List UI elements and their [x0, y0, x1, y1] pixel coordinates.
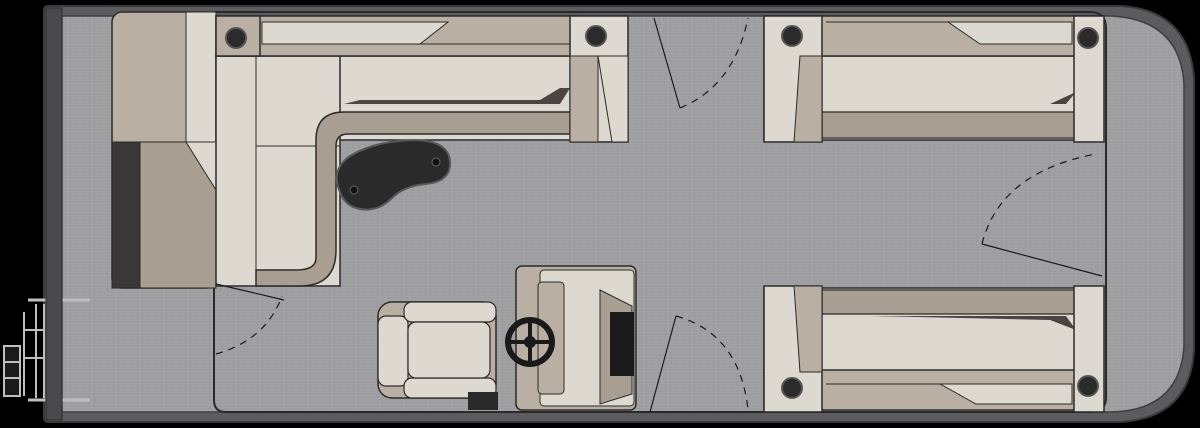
boarding-ladder-icon — [3, 298, 90, 402]
gate-rear — [215, 283, 285, 301]
bow-port-bolster — [819, 111, 1077, 139]
gate-bow — [981, 243, 1103, 277]
bow-port-end-left-wedge — [793, 55, 823, 143]
cup-holder-icon — [781, 25, 803, 47]
bow-stbd-bolster — [819, 289, 1077, 315]
bow-lounge-starboard — [763, 285, 1105, 413]
cup-holder-icon — [225, 27, 247, 49]
rear-lounge-shadow — [111, 141, 141, 289]
table-icon — [335, 138, 452, 211]
cup-holder-icon — [585, 25, 607, 47]
captain-chair — [377, 301, 498, 410]
bow-stbd-back-inner — [826, 383, 1073, 405]
bow-port-back-inner — [826, 21, 1073, 45]
gate-swing-rear — [215, 295, 283, 355]
rear-lounge-bolster — [255, 111, 579, 287]
captain-chair-pedestal — [468, 392, 498, 410]
stern-bar — [45, 7, 63, 421]
gate-bottom — [649, 315, 677, 413]
helm-console — [505, 265, 637, 411]
bow-port-seat-dark — [880, 92, 1076, 104]
rear-lounge-seat-dark — [344, 88, 570, 104]
table-hole — [349, 185, 359, 195]
cup-holder-icon — [1077, 27, 1099, 49]
gate-swing-top — [679, 17, 749, 109]
gate-swing-bow — [981, 153, 1097, 245]
cup-holder-icon — [781, 377, 803, 399]
captain-chair-back — [377, 315, 409, 387]
rear-lounge-end-wedge-2 — [597, 55, 629, 143]
rear-lounge — [111, 11, 629, 289]
helm-console-panel — [610, 312, 634, 376]
captain-chair-seat — [407, 321, 491, 379]
cup-holder-icon — [1077, 375, 1099, 397]
gate-top — [653, 17, 681, 109]
steering-wheel-icon — [505, 317, 555, 367]
gate-swing-bottom — [675, 315, 749, 411]
rear-lounge-end-wedge — [569, 55, 599, 143]
table-hole — [431, 157, 441, 167]
bow-stbd-end-left-wedge — [793, 285, 823, 373]
captain-chair-arm-top — [403, 301, 497, 323]
bow-lounge-port — [763, 15, 1105, 143]
rear-lounge-top-back-inner — [261, 21, 450, 45]
bow-stbd-seat-dark — [870, 316, 1076, 330]
